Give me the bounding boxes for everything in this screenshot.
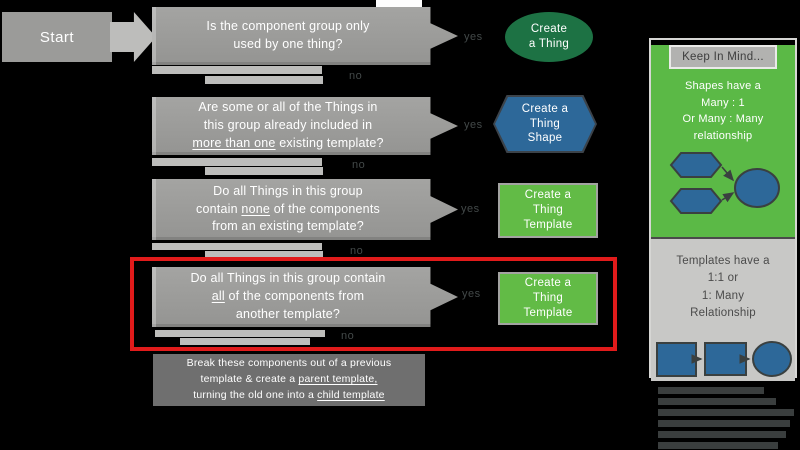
note-line3-pre: turning the old one into a bbox=[193, 388, 318, 401]
question-3: Do all Things in this group contain none… bbox=[152, 179, 458, 240]
note-line2-pre: template & create a bbox=[200, 373, 299, 386]
result-2-line3: Shape bbox=[527, 132, 563, 145]
note-box: Break these components out of a previous… bbox=[153, 354, 425, 406]
result-create-a-thing-template-1: Create a Thing Template bbox=[498, 183, 598, 238]
result-2-line2: Thing bbox=[529, 117, 561, 130]
question-4: Do all Things in this group contain all … bbox=[152, 267, 458, 327]
result-create-a-thing-shape: Create a Thing Shape bbox=[493, 95, 597, 153]
question-1: Is the component group only used by one … bbox=[152, 7, 458, 65]
no-label-3: no bbox=[350, 245, 364, 257]
faded-text-line bbox=[658, 442, 778, 449]
yes-label-1: yes bbox=[464, 31, 483, 43]
no-label-4: no bbox=[341, 330, 355, 342]
faded-text-line bbox=[658, 398, 776, 405]
shapes-note-line2: Many : 1 bbox=[701, 96, 745, 109]
result-create-a-thing: Create a Thing bbox=[505, 12, 593, 62]
shapes-relationship-diagram bbox=[669, 152, 780, 214]
question-3-line2-pre: contain bbox=[196, 201, 242, 216]
templates-note-line1: Templates have a bbox=[676, 255, 770, 267]
keep-in-mind-title: Keep In Mind... bbox=[669, 45, 777, 69]
templates-relationship-diagram bbox=[656, 341, 792, 377]
connector-band bbox=[152, 243, 322, 250]
question-1-line1: Is the component group only bbox=[206, 19, 370, 34]
question-4-underline: all bbox=[211, 289, 225, 304]
question-2-line3: existing template? bbox=[275, 135, 384, 150]
result-4-line2: Thing bbox=[532, 292, 564, 305]
connector-band bbox=[205, 251, 323, 258]
connector-band bbox=[205, 167, 323, 175]
question-3-line3: from an existing template? bbox=[212, 219, 364, 234]
result-4-line3: Template bbox=[523, 306, 573, 319]
start-label: Start bbox=[39, 28, 75, 46]
result-3-line3: Template bbox=[523, 218, 573, 231]
arrow-icon bbox=[721, 166, 735, 182]
keep-in-mind-panel: Keep In Mind... Shapes have a Many : 1 O… bbox=[649, 38, 797, 381]
connector-band bbox=[205, 76, 323, 84]
question-4-line3: another template? bbox=[235, 306, 341, 321]
result-3-line1: Create a bbox=[524, 189, 572, 202]
result-2-line1: Create a bbox=[521, 102, 569, 115]
faded-text-line bbox=[658, 420, 790, 427]
connector-band bbox=[155, 330, 325, 337]
arrow-icon bbox=[721, 192, 735, 203]
faded-text-line bbox=[658, 387, 764, 394]
question-2-underline: more than one bbox=[192, 135, 276, 150]
square-shape-icon bbox=[656, 342, 697, 377]
result-1-line2: a Thing bbox=[528, 38, 570, 50]
question-2: Are some or all of the Things in this gr… bbox=[152, 97, 458, 155]
question-2-line1: Are some or all of the Things in bbox=[198, 100, 378, 115]
note-parent-template-underline: parent template, bbox=[298, 373, 378, 386]
templates-note-line2: 1:1 or bbox=[707, 272, 739, 285]
result-3-line2: Thing bbox=[532, 204, 564, 217]
start-node: Start bbox=[2, 12, 112, 62]
circle-shape-icon bbox=[752, 341, 792, 377]
shapes-note-line1: Shapes have a bbox=[685, 80, 761, 92]
no-label-2: no bbox=[352, 159, 366, 171]
connector-band bbox=[180, 338, 310, 345]
highlight-red-box bbox=[130, 257, 617, 351]
faded-text-line bbox=[658, 409, 794, 416]
result-create-a-thing-template-2: Create a Thing Template bbox=[498, 272, 598, 325]
question-3-line2-rest: of the components bbox=[270, 201, 380, 216]
templates-note-line4: Relationship bbox=[690, 306, 756, 319]
square-shape-icon bbox=[704, 342, 747, 376]
question-3-text: Do all Things in this group contain none… bbox=[196, 183, 380, 236]
shapes-note-text: Shapes have a Many : 1 Or Many : Many re… bbox=[651, 78, 795, 144]
question-1-line2: used by one thing? bbox=[233, 37, 343, 51]
note-line1: Break these components out of a previous bbox=[186, 357, 392, 370]
question-3-underline: none bbox=[241, 201, 271, 216]
circle-shape-icon bbox=[734, 168, 780, 208]
yes-label-2: yes bbox=[464, 119, 483, 131]
start-arrow-icon bbox=[110, 12, 156, 62]
hexagon-shape-icon bbox=[669, 152, 723, 178]
question-1-text: Is the component group only used by one … bbox=[206, 18, 369, 54]
question-4-line1: Do all Things in this group contain bbox=[190, 271, 386, 286]
question-4-line2-rest: of the components from bbox=[224, 289, 365, 304]
result-4-line1: Create a bbox=[524, 277, 572, 290]
shapes-relationship-section: Keep In Mind... Shapes have a Many : 1 O… bbox=[651, 45, 795, 237]
shapes-note-line3: Or Many : Many bbox=[682, 113, 764, 125]
connector-band bbox=[152, 158, 322, 166]
connector-band bbox=[152, 66, 322, 74]
result-1-line1: Create bbox=[530, 23, 568, 36]
templates-note-text: Templates have a 1:1 or 1: Many Relation… bbox=[651, 239, 795, 322]
yes-label-4: yes bbox=[462, 288, 481, 300]
shapes-note-line4: relationship bbox=[693, 129, 753, 142]
question-2-text: Are some or all of the Things in this gr… bbox=[192, 99, 383, 152]
no-label-1: no bbox=[349, 70, 363, 82]
templates-relationship-section: Templates have a 1:1 or 1: Many Relation… bbox=[651, 237, 795, 381]
faded-text-line bbox=[658, 431, 786, 438]
question-3-line1: Do all Things in this group bbox=[213, 183, 363, 198]
note-child-template-underline: child template bbox=[317, 388, 385, 401]
note-text: Break these components out of a previous… bbox=[187, 356, 392, 403]
question-2-line2: this group already included in bbox=[203, 118, 373, 133]
hexagon-inner: Create a Thing Shape bbox=[495, 97, 595, 151]
hexagon-shape-icon bbox=[669, 188, 723, 214]
templates-note-line3: 1: Many bbox=[701, 289, 745, 302]
yes-label-3: yes bbox=[461, 203, 480, 215]
faded-text-block bbox=[658, 387, 796, 450]
question-4-text: Do all Things in this group contain all … bbox=[190, 270, 385, 323]
